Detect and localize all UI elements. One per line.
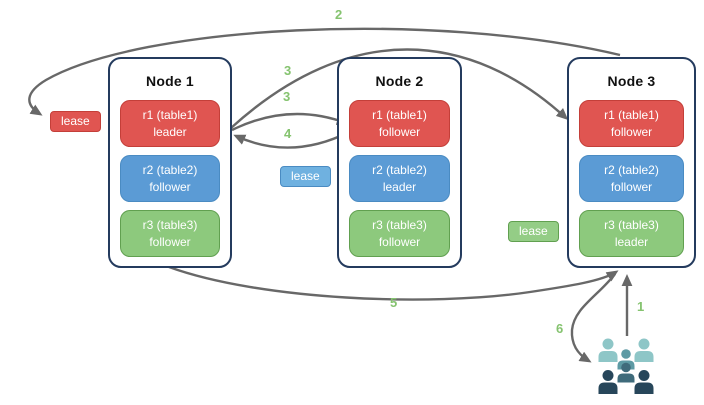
range-node2-r2: r2 (table2) leader	[349, 155, 450, 202]
range-role: leader	[153, 124, 187, 139]
step-label-4: 4	[284, 126, 292, 141]
step-label-1: 1	[637, 299, 645, 314]
node-1-title: Node 1	[146, 73, 194, 89]
range-node3-r2: r2 (table2) follower	[579, 155, 684, 202]
lease-badge-r2: lease	[280, 166, 331, 188]
range-id: r1 (table1)	[604, 107, 659, 122]
range-role: follower	[378, 124, 421, 139]
range-role: follower	[149, 179, 191, 194]
range-role: follower	[610, 124, 653, 139]
step-label-3b: 3	[283, 89, 291, 104]
range-role: follower	[610, 179, 653, 194]
range-node2-r1: r1 (table1) follower	[349, 100, 450, 147]
range-id: r1 (table1)	[372, 107, 427, 122]
range-id: r2 (table2)	[604, 162, 659, 177]
node-2-title: Node 2	[375, 73, 424, 89]
range-id: r1 (table1)	[142, 107, 198, 122]
users-group-icon	[598, 338, 654, 394]
lease-badge-r3: lease	[508, 221, 559, 243]
arrow-step-4-node2-to-node1	[233, 130, 350, 149]
range-node1-r1: r1 (table1) leader	[120, 100, 220, 147]
range-id: r3 (table3)	[372, 217, 427, 232]
range-role: follower	[149, 234, 191, 249]
node-1-ranges: r1 (table1) leader r2 (table2) follower …	[120, 100, 220, 257]
range-role: follower	[378, 234, 421, 249]
step-label-3a: 3	[284, 63, 292, 78]
range-node2-r3: r3 (table3) follower	[349, 210, 450, 257]
range-id: r2 (table2)	[142, 162, 198, 177]
step-label-2: 2	[335, 7, 343, 22]
range-role: leader	[614, 234, 649, 249]
range-node1-r2: r2 (table2) follower	[120, 155, 220, 202]
range-id: r3 (table3)	[604, 217, 659, 232]
range-id: r2 (table2)	[372, 162, 427, 177]
node-2-ranges: r1 (table1) follower r2 (table2) leader …	[349, 100, 450, 257]
node-1-box: Node 1 r1 (table1) leader r2 (table2) fo…	[108, 57, 232, 268]
step-label-5: 5	[390, 295, 398, 310]
node-3-box: Node 3 r1 (table1) follower r2 (table2) …	[567, 57, 696, 268]
node-3-ranges: r1 (table1) follower r2 (table2) followe…	[579, 100, 684, 257]
range-node1-r3: r3 (table3) follower	[120, 210, 220, 257]
step-label-6: 6	[556, 321, 564, 336]
node-2-box: Node 2 r1 (table1) follower r2 (table2) …	[337, 57, 462, 268]
node-3-title: Node 3	[607, 73, 656, 89]
range-node3-r3: r3 (table3) leader	[579, 210, 684, 257]
lease-badge-r1: lease	[50, 111, 101, 133]
range-role: leader	[382, 179, 417, 194]
range-id: r3 (table3)	[142, 217, 198, 232]
arrow-step-6-node3-to-clients	[570, 273, 616, 363]
range-node3-r1: r1 (table1) follower	[579, 100, 684, 147]
